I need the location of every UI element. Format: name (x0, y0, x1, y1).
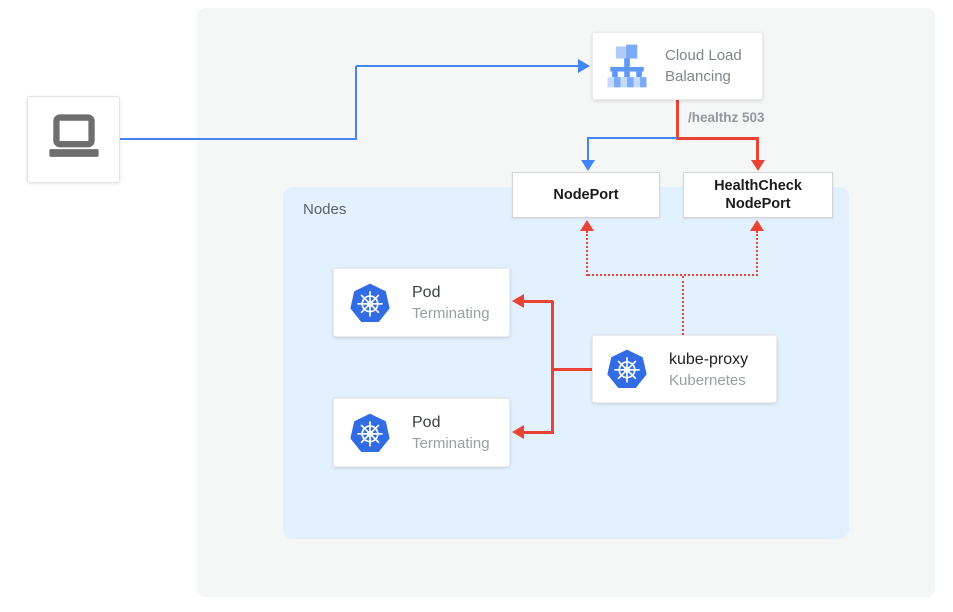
cloud-load-balancing-box: Cloud Load Balancing (592, 32, 763, 100)
arrowhead-up-into-nodeport (580, 220, 594, 231)
kube-proxy-subtitle: Kubernetes (669, 371, 746, 389)
lb-down-line (676, 100, 679, 140)
healthz-status-label: /healthz 503 (688, 110, 765, 125)
kube-proxy-box: kube-proxy Kubernetes (592, 335, 777, 403)
kubeproxy-to-nodeport-dotted (586, 231, 588, 276)
kubeproxy-to-pods-line (551, 301, 554, 434)
lb-to-nodeport-line (587, 137, 589, 162)
cloud-load-balancing-icon (607, 44, 647, 88)
healthcheck-nodeport-label: NodePort (725, 196, 791, 212)
nodeport-box: NodePort (512, 172, 660, 218)
cloud-load-balancing-label: Cloud Load (665, 47, 742, 64)
pod-status: Terminating (412, 435, 490, 452)
client-to-lb-line (120, 138, 357, 140)
healthcheck-nodeport-box: HealthCheck NodePort (683, 172, 833, 218)
kubernetes-icon (607, 349, 647, 388)
kubernetes-icon (350, 283, 390, 322)
kube-proxy-title: kube-proxy (669, 350, 749, 368)
laptop-icon (48, 113, 99, 157)
client-to-lb-line (356, 65, 579, 67)
lb-to-healthcheck-line (756, 137, 759, 162)
kubeproxy-to-pod2-line (523, 431, 553, 434)
client-box (27, 96, 120, 183)
pod-title: Pod (412, 284, 441, 301)
kubeproxy-to-pod1-line (523, 300, 553, 303)
pod-title: Pod (412, 414, 441, 431)
kubernetes-icon (350, 413, 390, 452)
pod-box-1: Pod Terminating (333, 268, 510, 337)
kubeproxy-to-healthcheck-dotted (756, 231, 758, 276)
arrowhead-into-pod2 (512, 425, 524, 439)
arrowhead-into-nodeport (581, 160, 595, 171)
kubeproxy-dotted-line (588, 274, 758, 276)
kubeproxy-to-pods-line (552, 368, 592, 371)
arrowhead-into-pod1 (512, 294, 524, 308)
pod-box-2: Pod Terminating (333, 398, 510, 467)
lb-to-nodeport-line (588, 137, 677, 139)
pod-status: Terminating (412, 305, 490, 322)
arrowhead-into-healthcheck-nodeport (751, 160, 765, 171)
cloud-load-balancing-label: Balancing (665, 68, 731, 85)
healthcheck-nodeport-label: HealthCheck (714, 178, 802, 194)
arrowhead-up-into-healthcheck-nodeport (750, 220, 764, 231)
nodes-label: Nodes (303, 201, 347, 218)
arrowhead-into-load-balancer (578, 59, 590, 73)
lb-to-healthcheck-line (677, 137, 759, 140)
client-to-lb-line (355, 66, 357, 140)
kubeproxy-dotted-line (682, 276, 684, 335)
nodeport-label: NodePort (553, 187, 619, 203)
